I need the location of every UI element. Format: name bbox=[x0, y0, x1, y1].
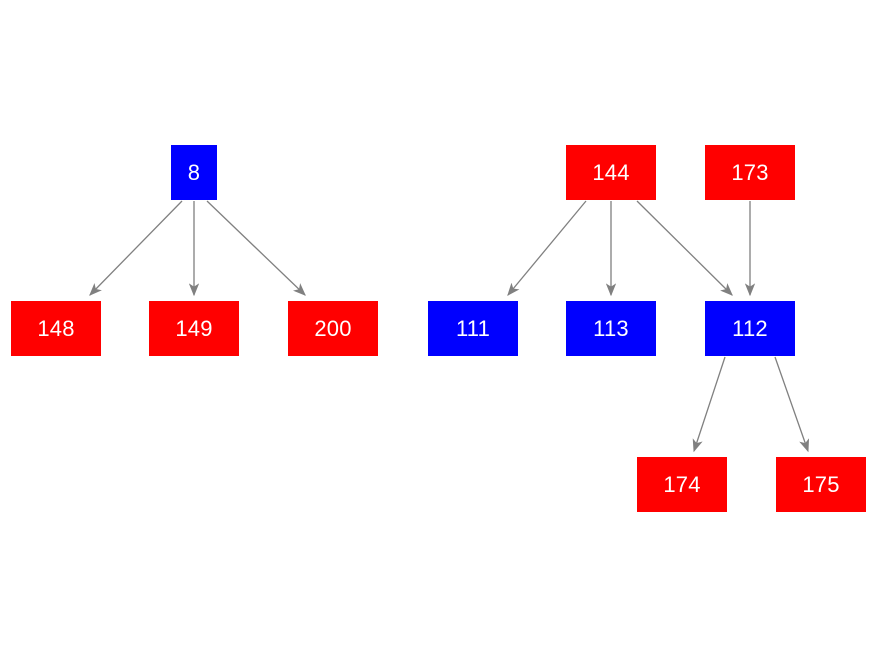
edge-group bbox=[89, 200, 810, 453]
graph-node-label: 144 bbox=[592, 159, 630, 185]
graph-edge-144-to-111 bbox=[507, 200, 587, 297]
graph-edge-144-to-112 bbox=[636, 200, 733, 296]
graph-node-149[interactable]: 149 bbox=[149, 301, 239, 356]
graph-node-174[interactable]: 174 bbox=[637, 457, 727, 512]
graph-node-8[interactable]: 8 bbox=[171, 145, 217, 200]
graph-edge-8-to-148 bbox=[89, 200, 183, 296]
graph-node-148[interactable]: 148 bbox=[11, 301, 101, 356]
graph-node-113[interactable]: 113 bbox=[566, 301, 656, 356]
graph-node-173[interactable]: 173 bbox=[705, 145, 795, 200]
graph-node-label: 148 bbox=[37, 315, 75, 341]
graph-edge-112-to-175 bbox=[774, 356, 810, 453]
graph-node-label: 200 bbox=[314, 315, 352, 341]
graph-node-label: 173 bbox=[731, 159, 769, 185]
graph-node-label: 174 bbox=[663, 471, 701, 497]
graph-node-200[interactable]: 200 bbox=[288, 301, 378, 356]
graph-node-label: 175 bbox=[802, 471, 840, 497]
graph-edge-112-to-174 bbox=[692, 356, 726, 453]
graph-node-label: 112 bbox=[732, 315, 768, 341]
graph-node-label: 113 bbox=[593, 315, 629, 341]
graph-node-112[interactable]: 112 bbox=[705, 301, 795, 356]
graph-edge-8-to-200 bbox=[206, 200, 306, 296]
graph-node-144[interactable]: 144 bbox=[566, 145, 656, 200]
graph-node-label: 149 bbox=[175, 315, 213, 341]
graph-node-111[interactable]: 111 bbox=[428, 301, 518, 356]
graph-node-175[interactable]: 175 bbox=[776, 457, 866, 512]
graph-node-label: 8 bbox=[187, 159, 201, 185]
graph-node-label: 111 bbox=[455, 315, 491, 341]
